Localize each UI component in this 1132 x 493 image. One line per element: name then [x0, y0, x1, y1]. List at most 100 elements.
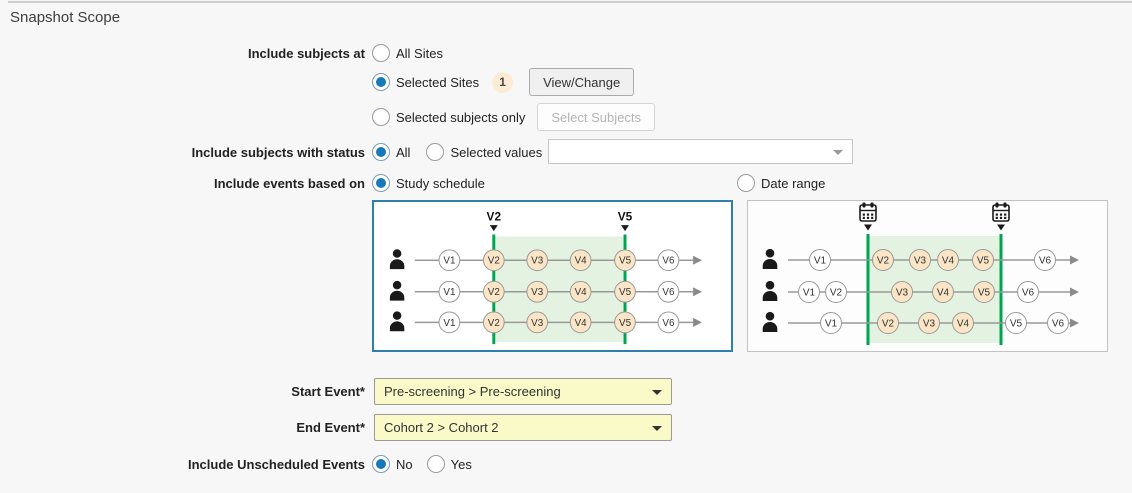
visit-node-label: V1	[803, 288, 816, 299]
visit-node-label: V3	[914, 256, 927, 267]
status-all-label[interactable]: All	[396, 145, 410, 160]
visit-node-label: V1	[825, 319, 838, 330]
selected-subjects-only-radio[interactable]	[372, 108, 390, 126]
visit-node-label: V4	[575, 287, 588, 298]
timeline-arrow-icon	[693, 256, 702, 265]
timeline-arrow-icon	[1070, 288, 1079, 297]
person-icon	[390, 311, 404, 331]
study-schedule-label[interactable]: Study schedule	[396, 176, 485, 191]
option-row-selected-subjects: Selected subjects only Select Subjects	[372, 103, 655, 131]
calendar-icon	[993, 203, 1009, 222]
selected-subjects-only-label[interactable]: Selected subjects only	[396, 110, 525, 125]
unscheduled-no-label[interactable]: No	[396, 457, 413, 472]
visit-node-label: V4	[575, 318, 588, 329]
person-icon	[390, 249, 404, 269]
visit-node-label: V5	[619, 256, 632, 267]
date-range-radio[interactable]	[737, 174, 755, 192]
top-divider	[8, 1, 1132, 3]
visit-node-label: V6	[1022, 288, 1035, 299]
date-range-diagram-panel: V1V2V3V4V5V6V1V2V3V4V5V6V1V2V3V4V5V6	[747, 200, 1108, 352]
visit-node-label: V5	[978, 288, 991, 299]
marker-pointer-icon	[997, 225, 1005, 231]
visit-node-label: V4	[942, 256, 955, 267]
page-title: Snapshot Scope	[10, 9, 120, 26]
visit-node-label: V3	[923, 319, 936, 330]
study-schedule-diagram-panel: V2V5V1V2V3V4V5V6V1V2V3V4V5V6V1V2V3V4V5V6	[372, 200, 733, 352]
field-label-end-event: End Event*	[0, 420, 365, 435]
visit-node-label: V1	[814, 256, 827, 267]
chevron-down-icon	[652, 390, 662, 395]
start-event-value: Pre-screening > Pre-screening	[384, 384, 561, 399]
status-selected-values-radio[interactable]	[426, 143, 444, 161]
visit-node-label: V1	[443, 287, 455, 298]
visit-node-label: V2	[830, 288, 843, 299]
all-sites-radio[interactable]	[372, 44, 390, 62]
all-sites-label[interactable]: All Sites	[396, 46, 443, 61]
view-change-button[interactable]: View/Change	[529, 68, 634, 96]
chevron-down-icon	[833, 150, 843, 155]
status-all-radio[interactable]	[372, 143, 390, 161]
field-label-start-event: Start Event*	[0, 384, 365, 399]
timeline-arrow-icon	[693, 318, 702, 327]
marker-pointer-icon	[490, 225, 498, 231]
study-schedule-radio[interactable]	[372, 174, 390, 192]
field-label-include-subjects-at: Include subjects at	[0, 46, 365, 61]
timeline-arrow-icon	[1070, 256, 1079, 265]
visit-node-label: V6	[1039, 256, 1052, 267]
status-selected-values-label[interactable]: Selected values	[450, 145, 542, 160]
unscheduled-yes-label[interactable]: Yes	[451, 457, 472, 472]
person-icon	[390, 281, 404, 301]
unscheduled-no-radio[interactable]	[372, 455, 390, 473]
visit-node-label: V3	[531, 287, 544, 298]
select-subjects-button[interactable]: Select Subjects	[537, 103, 655, 131]
field-label-include-subjects-with-status: Include subjects with status	[0, 145, 365, 160]
visit-node-label: V1	[443, 256, 455, 267]
visit-node-label: V4	[957, 319, 970, 330]
visit-node-label: V4	[937, 288, 950, 299]
visit-node-label: V5	[619, 318, 632, 329]
option-row-selected-sites: Selected Sites 1 View/Change	[372, 68, 634, 96]
option-row-all-sites: All Sites	[372, 39, 443, 67]
visit-node-label: V5	[1010, 319, 1023, 330]
marker-pointer-icon	[864, 225, 872, 231]
visit-node-label: V2	[877, 256, 890, 267]
date-range-diagram: V1V2V3V4V5V6V1V2V3V4V5V6V1V2V3V4V5V6	[748, 201, 1107, 351]
start-event-dropdown[interactable]: Pre-screening > Pre-screening	[374, 378, 672, 405]
visit-node-label: V6	[1052, 319, 1065, 330]
marker-pointer-icon	[621, 225, 629, 231]
status-values-dropdown[interactable]	[548, 139, 853, 164]
visit-node-label: V3	[531, 318, 544, 329]
date-range-label[interactable]: Date range	[761, 176, 825, 191]
person-icon	[763, 281, 778, 301]
visit-node-label: V3	[531, 256, 544, 267]
option-row-study-schedule: Study schedule	[372, 169, 485, 197]
selected-sites-radio[interactable]	[372, 73, 390, 91]
option-row-unscheduled: No Yes	[372, 450, 472, 478]
chevron-down-icon	[652, 426, 662, 431]
field-label-include-unscheduled-events: Include Unscheduled Events	[0, 457, 365, 472]
marker-label: V5	[618, 210, 633, 224]
unscheduled-yes-radio[interactable]	[427, 455, 445, 473]
field-label-include-events-based-on: Include events based on	[0, 176, 365, 191]
visit-node-label: V1	[443, 318, 455, 329]
visit-node-label: V2	[882, 319, 895, 330]
visit-node-label: V5	[977, 256, 990, 267]
marker-label: V2	[487, 210, 502, 224]
selected-sites-label[interactable]: Selected Sites	[396, 75, 479, 90]
person-icon	[763, 312, 778, 332]
study-schedule-diagram: V2V5V1V2V3V4V5V6V1V2V3V4V5V6V1V2V3V4V5V6	[374, 202, 731, 350]
visit-node-label: V2	[488, 256, 500, 267]
visit-node-label: V3	[896, 288, 909, 299]
person-icon	[763, 249, 778, 269]
included-range-band	[494, 237, 625, 343]
visit-node-label: V6	[662, 318, 675, 329]
option-row-status: All Selected values	[372, 138, 542, 166]
timeline-arrow-icon	[1070, 319, 1079, 328]
visit-node-label: V4	[575, 256, 588, 267]
visit-node-label: V5	[619, 287, 632, 298]
end-event-dropdown[interactable]: Cohort 2 > Cohort 2	[374, 414, 672, 441]
selected-sites-count-badge: 1	[492, 72, 513, 93]
visit-node-label: V6	[662, 287, 675, 298]
end-event-value: Cohort 2 > Cohort 2	[384, 420, 499, 435]
